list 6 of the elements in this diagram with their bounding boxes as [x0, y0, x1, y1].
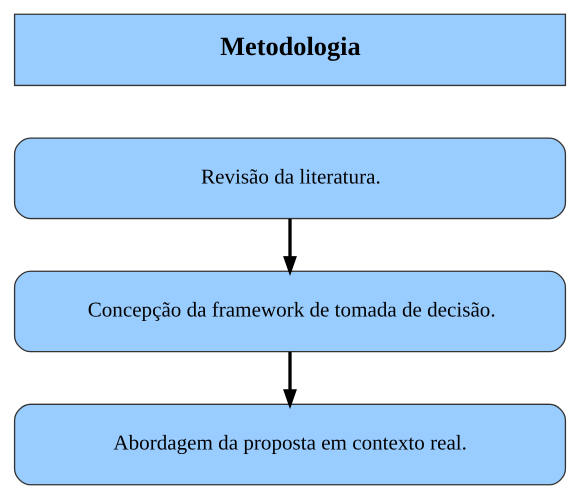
node-box: Revisão da literatura.: [14, 136, 566, 219]
arrow: [283, 351, 297, 409]
node-box: Concepção da framework de tomada de decisão.: [14, 270, 566, 352]
arrow: [283, 218, 297, 276]
node-box: Abordagem da proposta em contexto real.: [14, 403, 566, 485]
node-box: Metodologia: [14, 13, 566, 86]
